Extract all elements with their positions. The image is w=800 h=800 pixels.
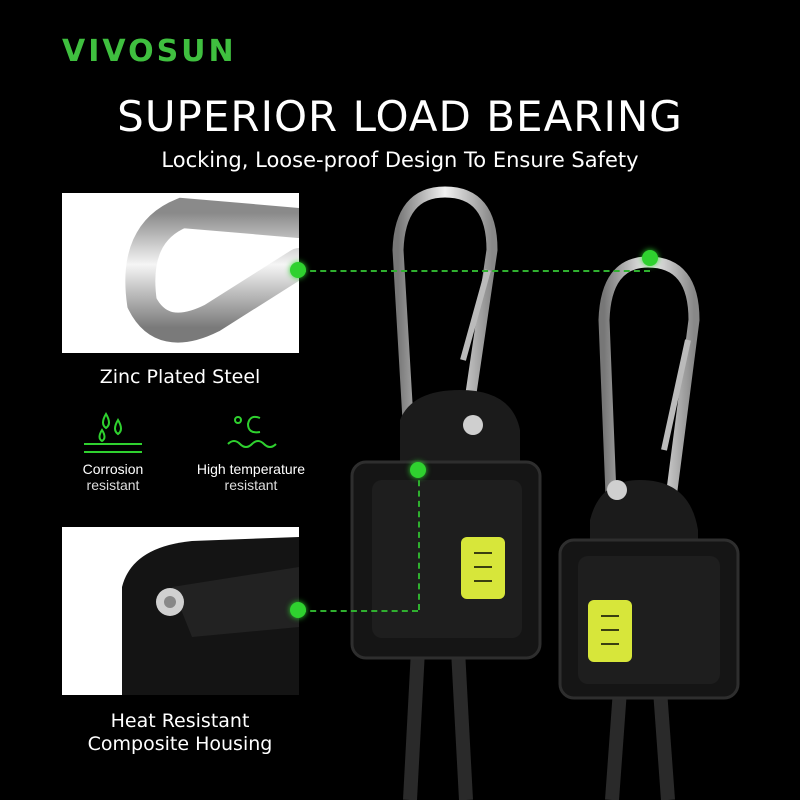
callout-line-housing (300, 610, 418, 612)
callout-dot-steel (290, 262, 306, 278)
callout-dot-carabiner (642, 250, 658, 266)
housing-right (558, 480, 740, 700)
steel-closeup-panel (62, 193, 299, 353)
callout-line-housing-vertical (418, 470, 420, 610)
housing-caption: Heat Resistant Composite Housing (40, 710, 320, 756)
rope (403, 649, 675, 800)
feature-temperature-line1: High temperature (196, 461, 306, 477)
carabiner-left (392, 186, 498, 426)
feature-corrosion-line2: resistant (86, 477, 140, 493)
feature-temperature: High temperature resistant (176, 410, 326, 493)
feature-corrosion: Corrosion resistant (38, 410, 188, 493)
housing-caption-line1: Heat Resistant (110, 710, 250, 732)
feature-temperature-line2: resistant (224, 477, 278, 493)
housing-left (350, 390, 542, 660)
page-subtitle: Locking, Loose-proof Design To Ensure Sa… (161, 148, 639, 172)
callout-dot-housing-top (410, 462, 426, 478)
brand-logo: VIVOSUN (62, 34, 237, 69)
steel-hook-closeup (125, 197, 299, 343)
housing-closeup (122, 537, 299, 695)
page-title: SUPERIOR LOAD BEARING (117, 92, 683, 141)
feature-corrosion-line1: Corrosion (82, 461, 144, 477)
temperature-icon (227, 415, 277, 448)
water-drops-icon (84, 412, 142, 453)
callout-line-steel (300, 270, 650, 272)
housing-closeup-panel (62, 527, 299, 695)
steel-caption: Zinc Plated Steel (99, 366, 261, 388)
housing-caption-line2: Composite Housing (87, 733, 273, 755)
callout-dot-housing (290, 602, 306, 618)
